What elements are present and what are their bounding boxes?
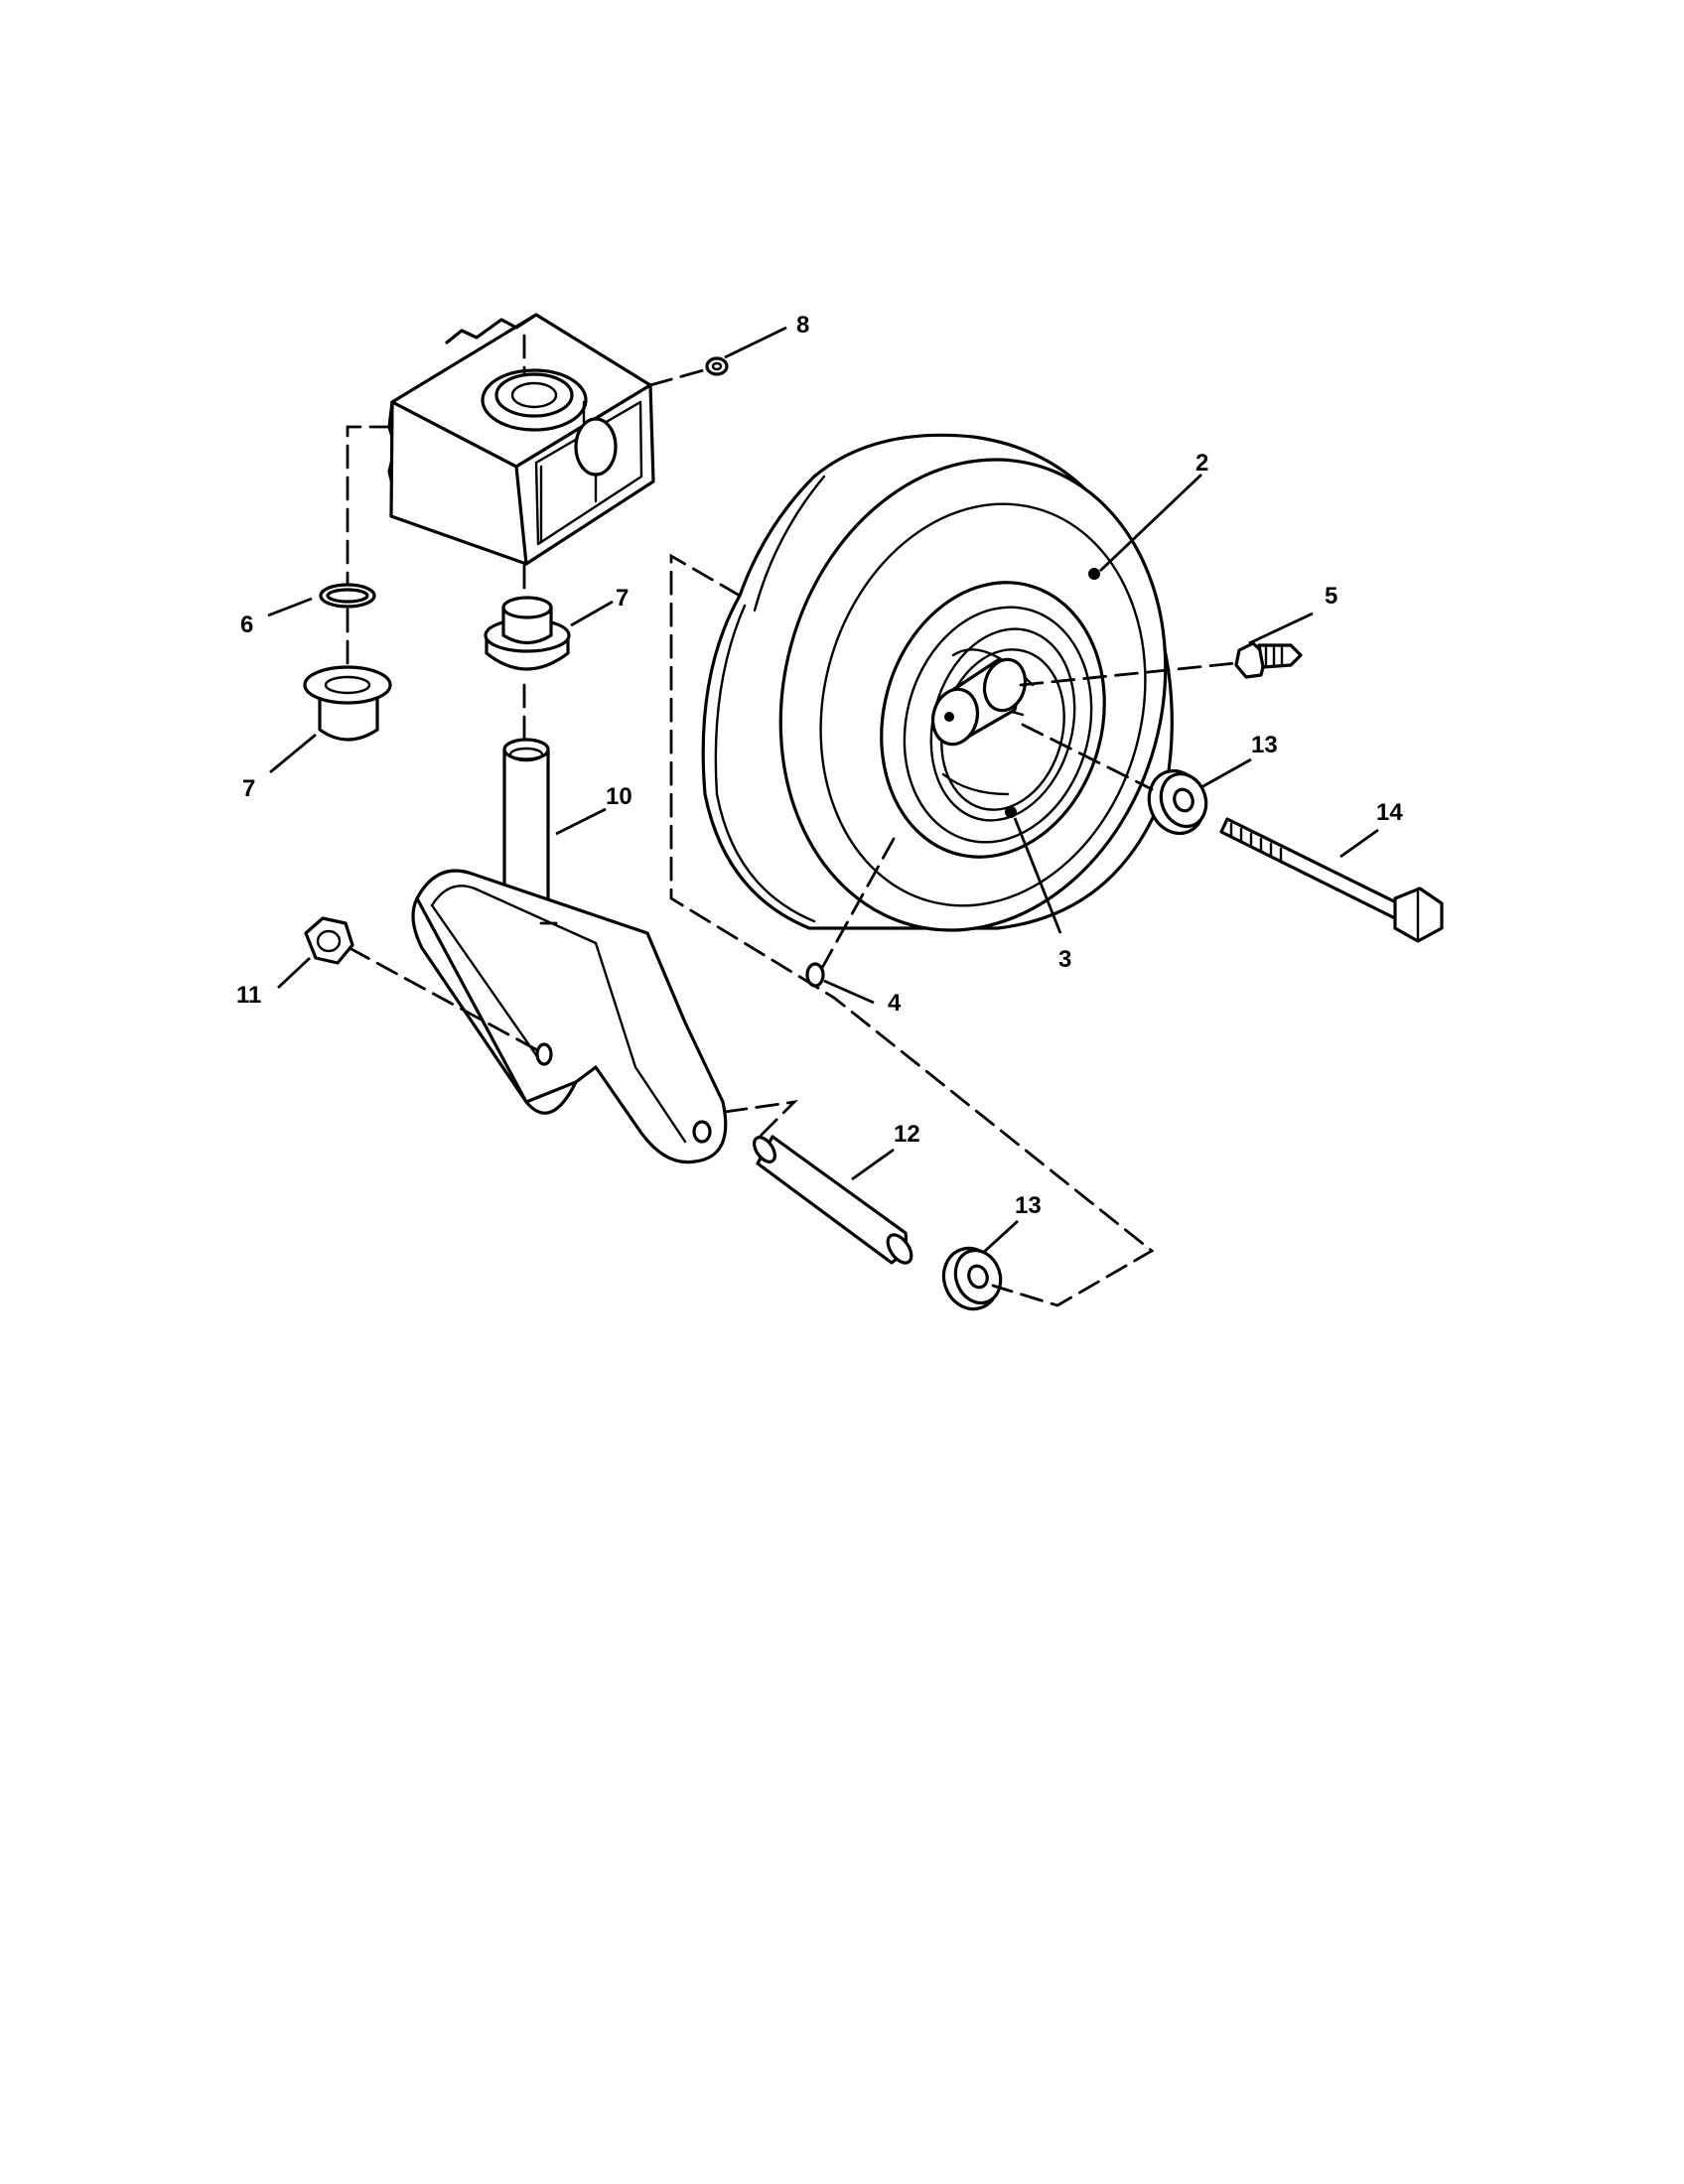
callout-12: 12 xyxy=(894,1121,920,1148)
callout-2: 2 xyxy=(1195,450,1208,477)
wheel-tire-part-2 xyxy=(701,433,1174,932)
nut-part-8 xyxy=(705,356,729,376)
callout-3: 3 xyxy=(1058,946,1071,973)
callout-11: 11 xyxy=(236,982,261,1009)
callout-8: 8 xyxy=(796,312,809,339)
flanged-bushing-part-7-right xyxy=(484,596,571,671)
flanged-bushing-part-7-left xyxy=(303,665,392,742)
callout-leaders xyxy=(267,326,1379,1255)
callout-4: 4 xyxy=(888,990,902,1017)
callout-7-right: 7 xyxy=(616,585,629,612)
snap-ring-part-6 xyxy=(319,583,376,609)
caster-mount-bracket xyxy=(346,313,655,622)
callout-5: 5 xyxy=(1325,583,1337,610)
caster-yoke-part-10 xyxy=(411,738,728,1164)
callout-7-left: 7 xyxy=(242,775,255,802)
axle-spacer-part-12 xyxy=(753,1135,913,1265)
grease-fitting-part-5 xyxy=(1234,641,1303,679)
callout-13-upper: 13 xyxy=(1251,732,1278,758)
assembly-dashed-lines xyxy=(539,367,1238,1307)
callout-10: 10 xyxy=(606,783,632,810)
bolt-part-14 xyxy=(1219,817,1444,943)
callout-14: 14 xyxy=(1376,799,1403,826)
bearing-part-13-upper xyxy=(1147,768,1208,836)
hex-nut-part-11 xyxy=(304,916,354,965)
callout-6: 6 xyxy=(240,612,253,638)
bearing-part-13-lower xyxy=(941,1246,1003,1311)
callout-numbers: 8 2 5 6 7 7 10 13 14 3 4 11 12 13 xyxy=(236,312,1403,1219)
callout-13-lower: 13 xyxy=(1015,1192,1042,1219)
